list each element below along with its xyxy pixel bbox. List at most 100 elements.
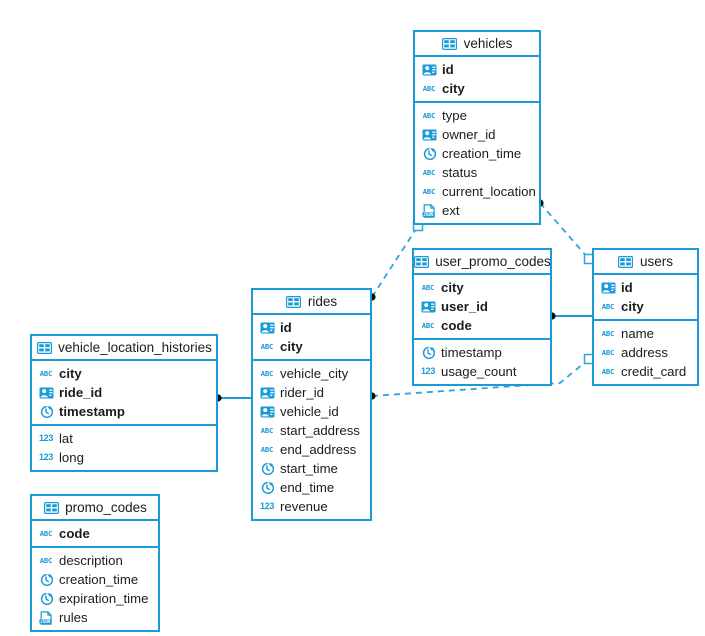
field-name: start_time	[280, 461, 338, 476]
abc-icon: ABC	[260, 444, 274, 454]
field-name: id	[621, 280, 633, 295]
field-name: id	[280, 320, 292, 335]
table-header[interactable]: vehicles	[415, 32, 539, 57]
primary-key-field[interactable]: user_id	[414, 297, 550, 316]
primary-key-field[interactable]: ABC code	[32, 524, 158, 543]
column-field[interactable]: creation_time	[415, 144, 539, 163]
column-field[interactable]: ABC name	[594, 324, 697, 343]
field-name: name	[621, 326, 654, 341]
primary-key-field[interactable]: timestamp	[32, 402, 216, 421]
column-field[interactable]: vehicle_id	[253, 402, 370, 421]
json-icon: JSON	[421, 203, 437, 218]
table-header[interactable]: vehicle_location_histories	[32, 336, 216, 361]
abc-icon: ABC	[422, 186, 436, 196]
primary-key-field[interactable]: ABC city	[253, 337, 370, 356]
key-person-icon	[421, 63, 437, 77]
table-name: rides	[307, 294, 338, 309]
column-field[interactable]: ABC credit_card	[594, 362, 697, 381]
field-name: user_id	[441, 299, 488, 314]
primary-key-field[interactable]: id	[594, 278, 697, 297]
clock-icon	[259, 481, 275, 495]
primary-key-field[interactable]: ride_id	[32, 383, 216, 402]
column-field[interactable]: 123 lat	[32, 429, 216, 448]
abc-icon: ABC	[260, 368, 274, 378]
123-icon: 123	[259, 501, 275, 511]
field-name: city	[621, 299, 644, 314]
table-grid-icon	[413, 255, 429, 269]
field-name: code	[59, 526, 90, 541]
field-name: city	[441, 280, 464, 295]
abc-icon: ABC	[260, 341, 274, 351]
abc-icon: ABC	[601, 366, 615, 376]
column-field[interactable]: owner_id	[415, 125, 539, 144]
123-icon: 123	[38, 433, 54, 443]
table-grid-icon	[286, 295, 302, 309]
abc-icon: ABC	[422, 83, 436, 93]
table-name: vehicles	[463, 36, 513, 51]
abc-icon: ABC	[601, 328, 615, 338]
table-grid-icon	[442, 37, 458, 51]
clock-icon	[259, 462, 275, 476]
table-header[interactable]: user_promo_codes	[413, 250, 551, 275]
column-field[interactable]: expiration_time	[32, 589, 158, 608]
field-name: expiration_time	[59, 591, 149, 606]
table-header[interactable]: rides	[253, 290, 370, 315]
field-name: owner_id	[442, 127, 496, 142]
table-header[interactable]: users	[594, 250, 697, 275]
field-name: start_address	[280, 423, 360, 438]
relationship-upc-to-users	[548, 312, 592, 320]
abc-icon: ABC	[421, 320, 435, 330]
field-name: city	[280, 339, 303, 354]
column-field[interactable]: end_time	[253, 478, 370, 497]
key-person-icon	[421, 128, 437, 142]
clock-icon	[38, 405, 54, 419]
table-header[interactable]: promo_codes	[32, 496, 158, 521]
key-person-icon	[420, 300, 436, 314]
column-field[interactable]: start_time	[253, 459, 370, 478]
table-name: users	[639, 254, 673, 269]
table-name: user_promo_codes	[435, 254, 551, 269]
primary-key-field[interactable]: id	[415, 60, 539, 79]
field-name: credit_card	[621, 364, 687, 379]
abc-icon: ABC	[39, 528, 53, 538]
column-field[interactable]: rider_id	[253, 383, 370, 402]
column-field[interactable]: creation_time	[32, 570, 158, 589]
key-person-icon	[259, 405, 275, 419]
clock-icon	[420, 346, 436, 360]
svg-text:JSON: JSON	[40, 618, 50, 623]
field-name: description	[59, 553, 123, 568]
field-name: lat	[59, 431, 73, 446]
primary-key-field[interactable]: id	[253, 318, 370, 337]
column-field[interactable]: timestamp	[414, 343, 550, 362]
